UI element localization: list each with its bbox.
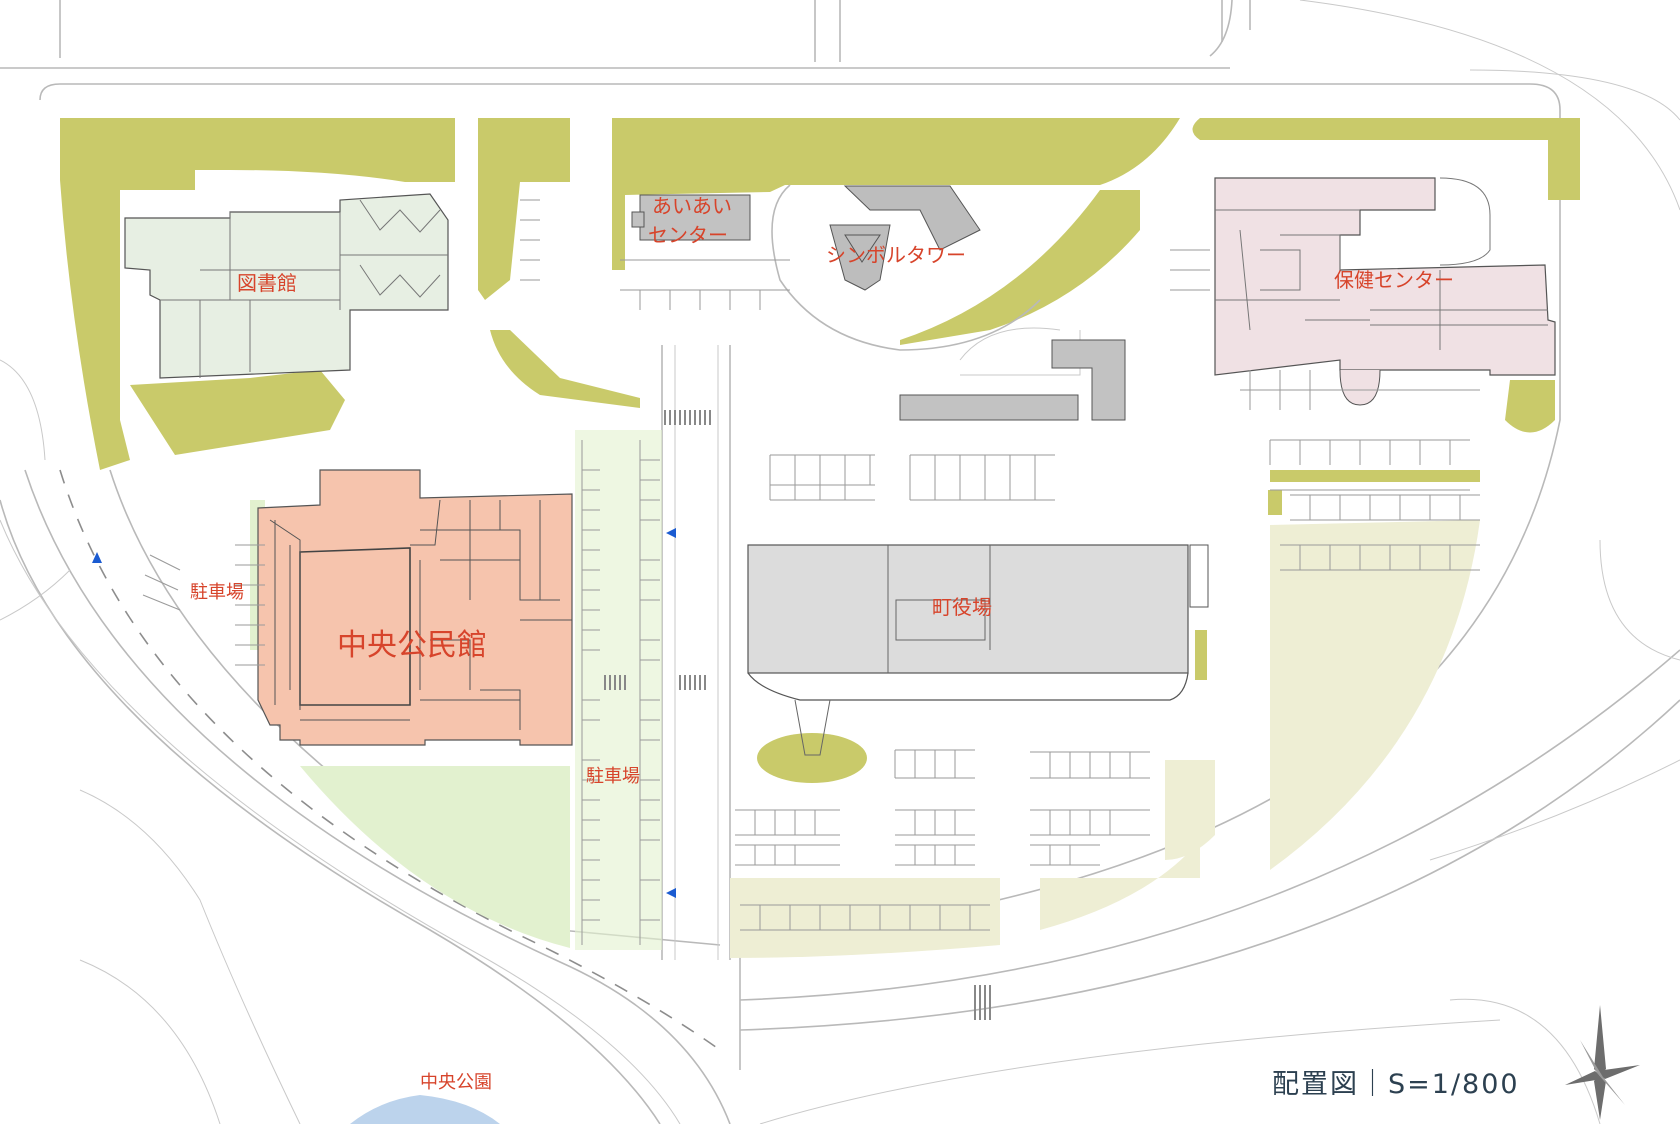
aiai-center-label-line1: あいあい bbox=[652, 194, 732, 218]
town-hall-building bbox=[747, 544, 1209, 756]
triangle-arrow-icon bbox=[666, 888, 676, 898]
parking-left-label: 駐車場 bbox=[190, 582, 244, 603]
symbol-tower-plaza bbox=[771, 184, 1081, 376]
green-areas bbox=[60, 118, 1580, 783]
beige-areas bbox=[730, 520, 1480, 958]
symbol-tower-label: シンボルタワー bbox=[826, 243, 966, 267]
central-hall-building bbox=[257, 469, 573, 746]
health-center-label: 保健センター bbox=[1334, 268, 1454, 292]
pond bbox=[350, 1095, 500, 1124]
triangle-arrow-icon bbox=[92, 552, 102, 563]
crosswalks bbox=[604, 410, 991, 1020]
central-park-label: 中央公園 bbox=[420, 1072, 492, 1093]
library-label: 図書館 bbox=[237, 271, 297, 295]
triangle-arrow-icon bbox=[666, 528, 676, 538]
compass-rose-icon bbox=[1565, 1005, 1640, 1120]
town-hall-label: 町役場 bbox=[932, 595, 992, 619]
map-labels: 図書館 あいあい センター シンボルタワー 保健センター 駐車場 中央公民館 町… bbox=[190, 194, 1520, 1100]
parking-center-label: 駐車場 bbox=[586, 766, 640, 787]
oval-lawn bbox=[757, 733, 867, 783]
aiai-center-building bbox=[631, 194, 751, 241]
health-center-building bbox=[1214, 177, 1556, 406]
library-building bbox=[124, 193, 449, 379]
aiai-center-label-line2: センター bbox=[648, 223, 728, 247]
plan-title: 配置図｜S=1/800 bbox=[1272, 1069, 1520, 1100]
traffic-direction-arrows bbox=[92, 528, 676, 898]
gray-annex-buildings bbox=[899, 339, 1126, 421]
central-hall-label: 中央公民館 bbox=[337, 628, 487, 663]
parking-stalls bbox=[142, 199, 1480, 945]
